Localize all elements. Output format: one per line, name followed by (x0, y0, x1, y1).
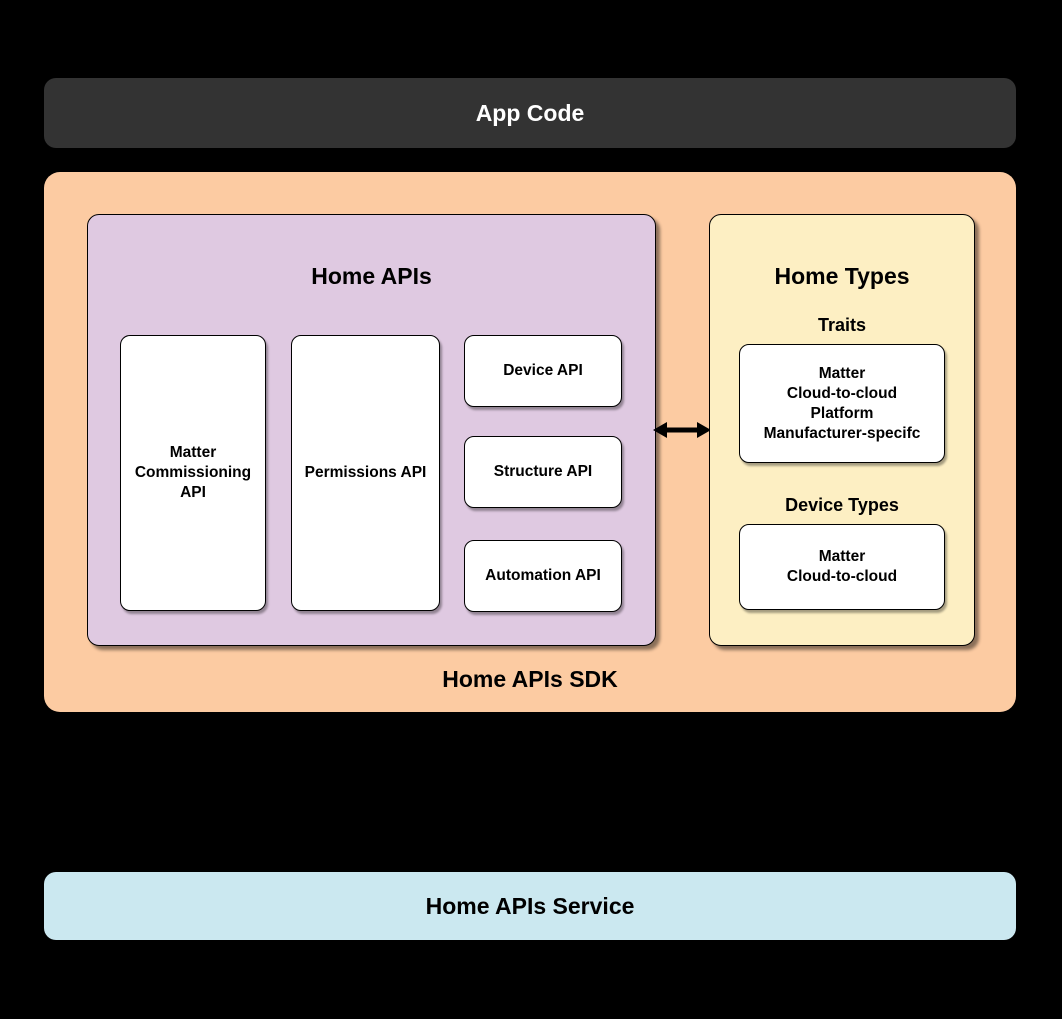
matter-commissioning-api-card: Matter Commissioning API (120, 335, 266, 611)
traits-label: Traits (817, 315, 867, 335)
bidirectional-arrow-icon (653, 418, 711, 442)
home-types-panel: Home Types Traits Matter Cloud-to-cloud … (709, 214, 975, 646)
structure-api-card: Structure API (464, 436, 622, 508)
traits-card: Matter Cloud-to-cloud Platform Manufactu… (739, 344, 945, 463)
home-apis-panel: Home APIs Matter Commissioning API Permi… (87, 214, 656, 646)
home-apis-sdk-label: Home APIs SDK (442, 666, 618, 692)
home-apis-service-label: Home APIs Service (425, 892, 635, 919)
app-code-label: App Code (475, 99, 585, 126)
device-types-card: Matter Cloud-to-cloud (739, 524, 945, 610)
home-apis-sdk-container: Home APIs Matter Commissioning API Permi… (44, 172, 1016, 712)
device-api-card: Device API (464, 335, 622, 407)
app-code-bar: App Code (44, 78, 1016, 148)
home-apis-service-bar: Home APIs Service (44, 872, 1016, 940)
permissions-api-card: Permissions API (291, 335, 440, 611)
automation-api-card: Automation API (464, 540, 622, 612)
home-types-title: Home Types (774, 263, 910, 289)
device-types-label: Device Types (785, 495, 899, 515)
home-apis-title: Home APIs (311, 263, 432, 289)
